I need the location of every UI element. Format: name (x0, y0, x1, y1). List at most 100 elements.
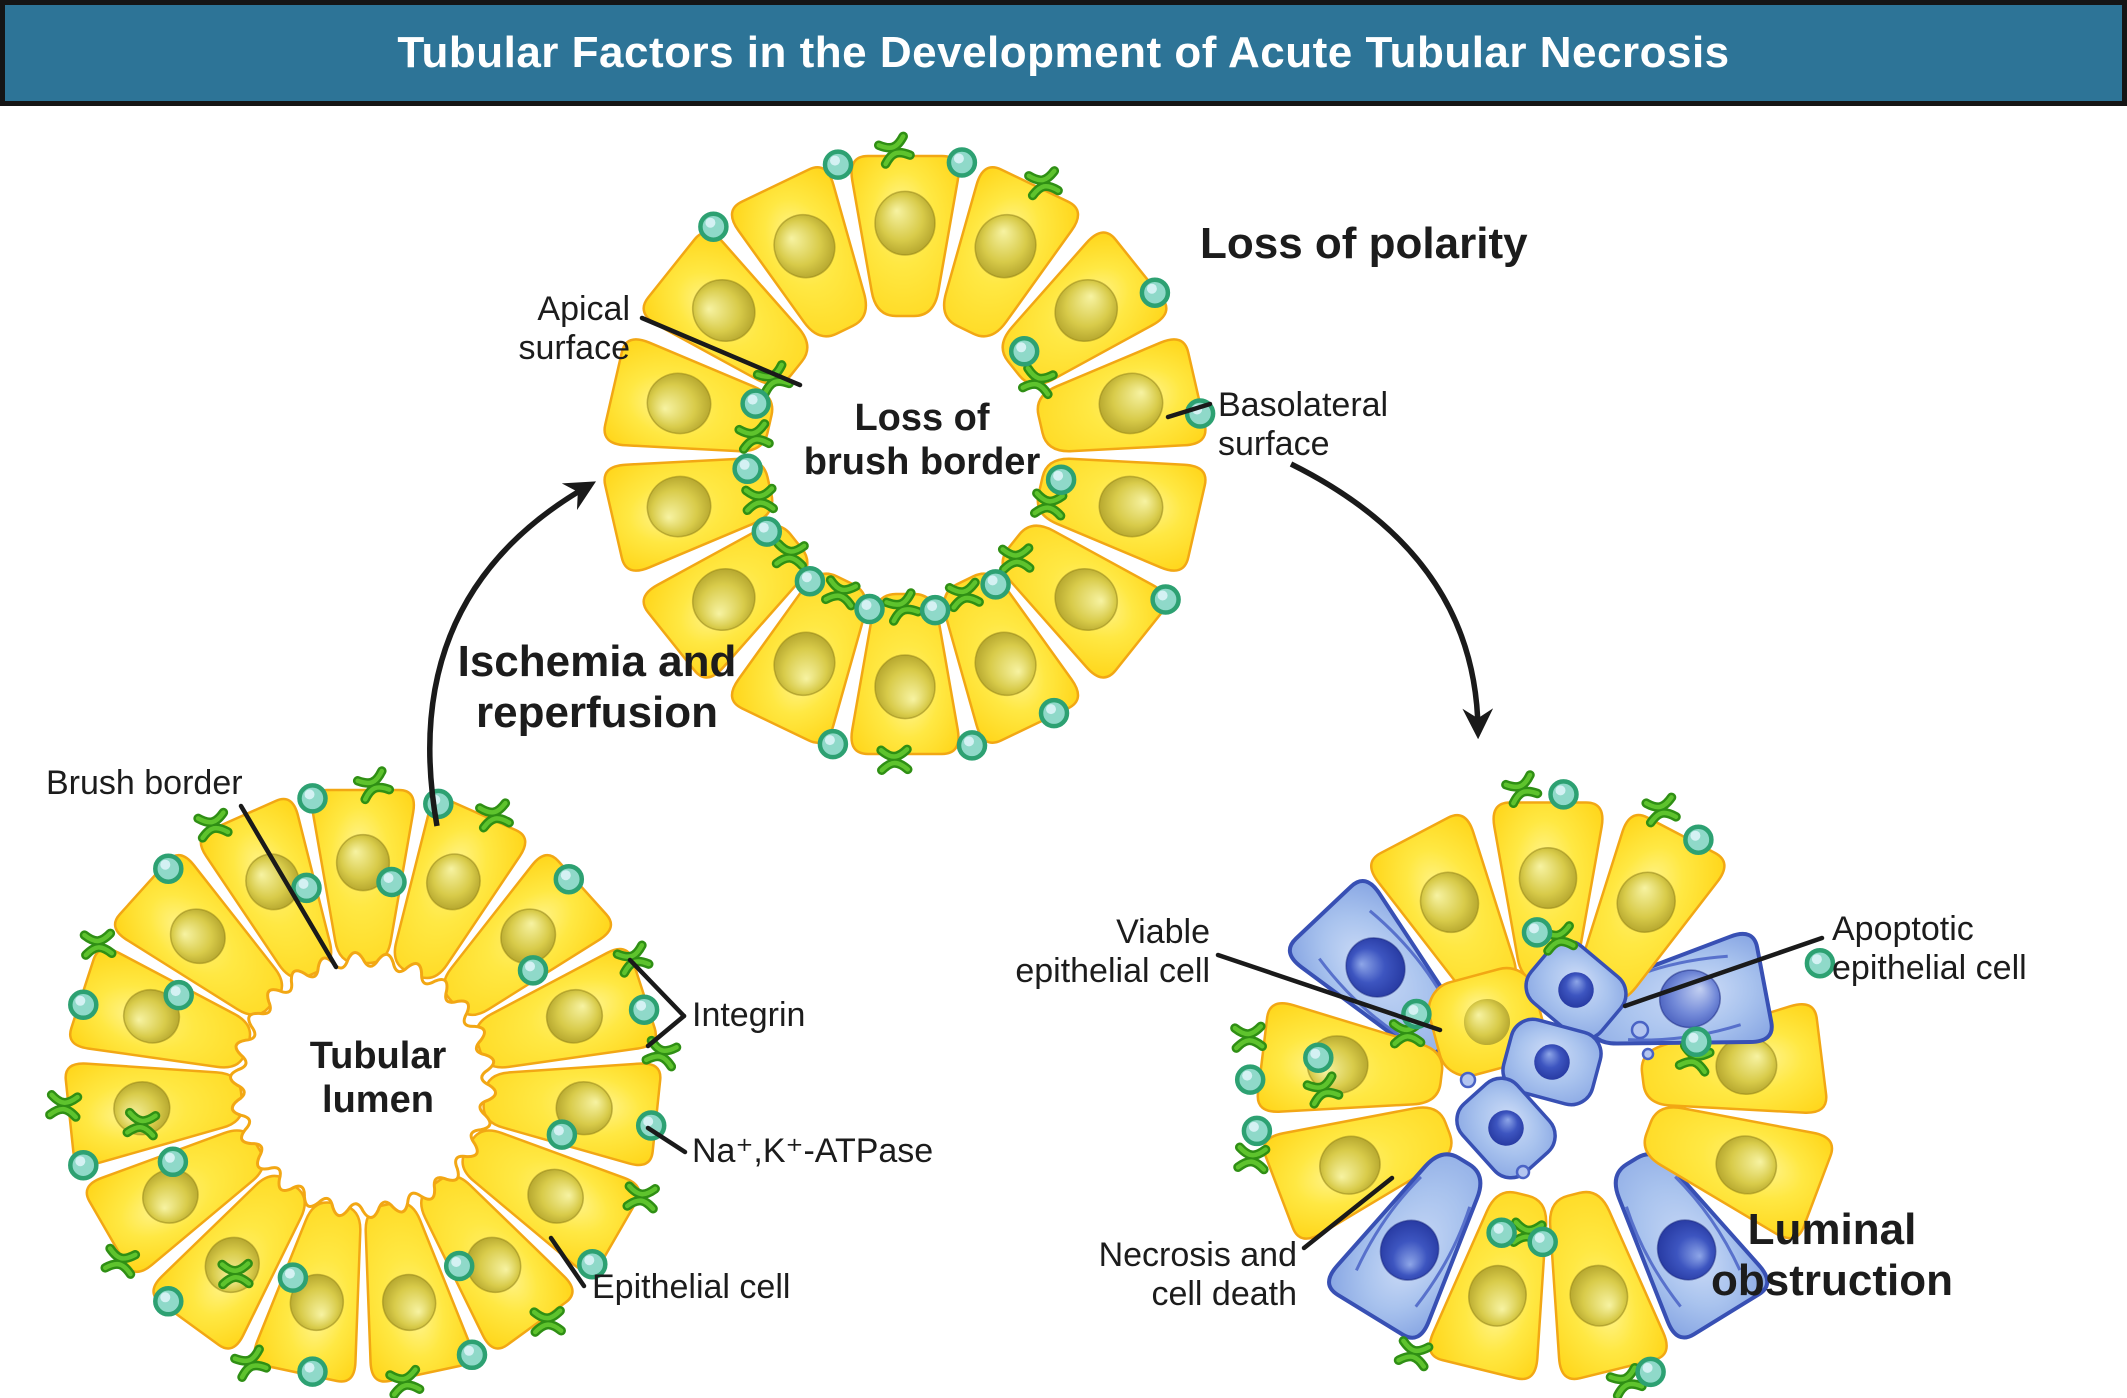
blue-epithelial-cell (1613, 1152, 1770, 1340)
label-loss-of-brush-border: Loss of brush border (803, 397, 1041, 484)
na-k-atpase-marker (1045, 464, 1077, 495)
yellow-epithelial-cell (603, 457, 774, 572)
integrin-marker (1501, 770, 1543, 808)
na-k-atpase-marker (946, 147, 978, 178)
na-k-atpase-marker (1008, 336, 1040, 367)
na-k-atpase-marker (740, 388, 771, 419)
label-viable-epithelial-cell: Viable epithelial cell (1015, 913, 1210, 991)
na-k-atpase-marker (297, 783, 328, 814)
integrin-marker (622, 1181, 660, 1214)
na-k-atpase-marker (919, 594, 951, 626)
yellow-epithelial-cell (1001, 524, 1168, 679)
integrin-marker (1230, 1021, 1268, 1053)
integrin-marker (734, 419, 774, 454)
na-k-atpase-marker (854, 593, 885, 625)
integrin-marker (1018, 363, 1058, 400)
na-k-atpase-marker (443, 1250, 475, 1282)
leader-brush (238, 803, 339, 970)
label-basolateral-surface: Basolateral surface (1218, 386, 1389, 464)
integrin-marker (352, 766, 395, 805)
integrin-marker (881, 588, 923, 626)
leader-integrin-b (645, 1013, 687, 1049)
integrin-marker (385, 1364, 425, 1398)
yellow-epithelial-cell (442, 853, 613, 1017)
na-k-atpase-marker (794, 565, 826, 597)
na-k-atpase-marker (1241, 1115, 1273, 1147)
na-k-atpase-marker (553, 863, 585, 895)
na-k-atpase-marker (423, 788, 454, 820)
na-k-atpase-marker (1486, 1217, 1517, 1248)
yellow-epithelial-cell (1548, 1190, 1668, 1381)
yellow-epithelial-cell (942, 572, 1080, 744)
integrin-marker (1641, 792, 1681, 828)
heading-ischemia-reperfusion: Ischemia and reperfusion (457, 637, 737, 738)
arrow-progression (1289, 461, 1494, 740)
na-k-atpase-marker (68, 1149, 99, 1181)
na-k-atpase-marker (956, 730, 988, 761)
yellow-epithelial-cell (942, 166, 1080, 338)
brush-border-fringe (228, 950, 498, 1220)
label-nak-atpase: Na⁺,K⁺-ATPase (692, 1132, 934, 1170)
integrin-marker (100, 1243, 141, 1279)
leader-necrosis (1301, 1175, 1395, 1251)
heading-luminal-obstruction: Luminal obstruction (1711, 1205, 1953, 1306)
yellow-epithelial-cell (1643, 1106, 1834, 1240)
na-k-atpase-marker (1635, 1356, 1666, 1388)
ring-obstruction (1230, 770, 1836, 1398)
na-k-atpase-marker (628, 994, 660, 1025)
yellow-epithelial-cell (642, 524, 809, 679)
page-title: Tubular Factors in the Development of Ac… (397, 28, 1730, 77)
na-k-atpase-marker (153, 1286, 184, 1317)
na-k-atpase-marker (291, 872, 322, 904)
integrin-marker (876, 744, 913, 775)
na-k-atpase-marker (297, 1356, 328, 1387)
na-k-atpase-marker (1234, 1064, 1266, 1095)
yellow-epithelial-cell (1492, 801, 1604, 984)
na-k-atpase-marker (822, 149, 854, 180)
label-integrin: Integrin (692, 996, 806, 1034)
leader-integrin-a (627, 957, 687, 1019)
na-k-atpase-marker (163, 979, 194, 1011)
label-necrosis-cell-death: Necrosis and cell death (1098, 1236, 1297, 1314)
integrin-marker (45, 1090, 83, 1122)
leader-epithelial (548, 1235, 587, 1289)
integrin-marker (821, 575, 861, 611)
ring-normal (45, 766, 682, 1398)
yellow-epithelial-cell (1262, 1106, 1453, 1240)
na-k-atpase-marker (546, 1119, 578, 1150)
heading-loss-of-polarity: Loss of polarity (1200, 219, 1528, 268)
na-k-atpase-marker (153, 853, 184, 884)
yellow-epithelial-cell (113, 853, 284, 1017)
na-k-atpase-marker (1303, 1042, 1334, 1073)
na-k-atpase-marker (751, 516, 783, 547)
ring-polarity (603, 131, 1216, 775)
na-k-atpase-marker (817, 728, 849, 760)
integrin-marker (874, 131, 915, 169)
integrin-marker (230, 1344, 272, 1382)
yellow-epithelial-cell (1370, 813, 1517, 1002)
integrin-marker (1029, 488, 1068, 521)
integrin-marker (741, 483, 779, 516)
yellow-epithelial-cell (1578, 813, 1726, 1002)
na-k-atpase-marker (456, 1339, 488, 1371)
label-tubular-lumen: Tubular lumen (309, 1035, 447, 1122)
yellow-epithelial-cell (1001, 231, 1168, 386)
na-k-atpase-marker (1150, 584, 1181, 615)
na-k-atpase-marker (1681, 1026, 1712, 1058)
integrin-marker (771, 538, 809, 571)
na-k-atpase-marker (1139, 277, 1171, 308)
na-k-atpase-marker (68, 989, 99, 1021)
leader-basolateral (1165, 401, 1213, 420)
yellow-epithelial-cell (850, 154, 960, 318)
integrin-marker (752, 360, 794, 398)
apoptotic-bleb (1515, 1164, 1531, 1180)
blue-epithelial-cell (1327, 1152, 1483, 1340)
apoptotic-bleb (1641, 1047, 1655, 1061)
integrin-marker (1024, 166, 1063, 201)
leader-nak (645, 1125, 688, 1155)
title-bar: Tubular Factors in the Development of Ac… (0, 0, 2127, 106)
apoptotic-bleb (1459, 1071, 1477, 1089)
annotation-lines (238, 315, 1825, 1289)
yellow-epithelial-cell (85, 1129, 265, 1274)
